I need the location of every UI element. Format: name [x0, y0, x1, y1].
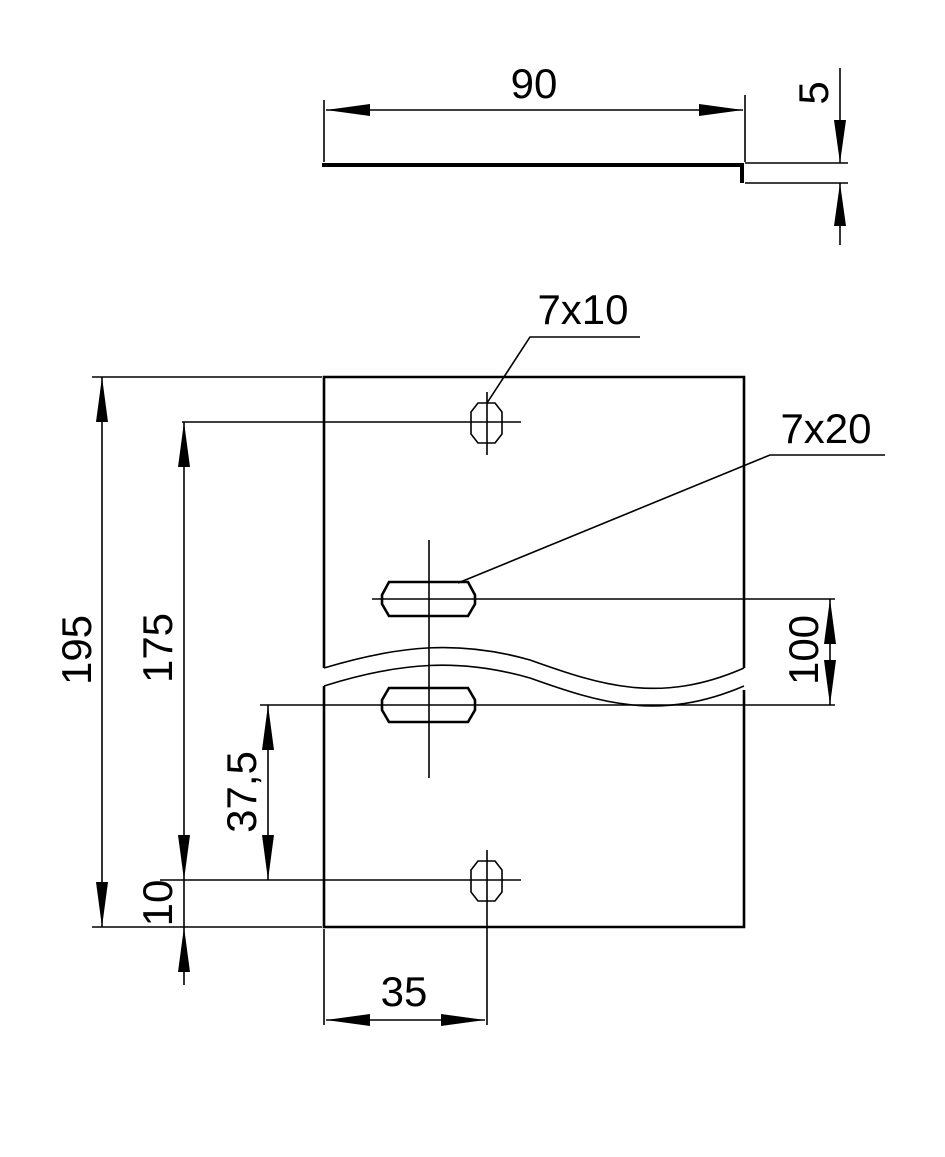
dim-label-5: 5 [790, 81, 837, 104]
dim-label-37-5: 37,5 [218, 751, 265, 833]
dim-label-175: 175 [134, 613, 181, 683]
dim-label-10: 10 [134, 880, 181, 927]
arrow-5-down [834, 120, 846, 163]
callout-7x20: 7x20 [780, 405, 871, 452]
dim-label-90: 90 [511, 60, 558, 107]
slot-lower [380, 686, 477, 724]
arrow-175-top [178, 422, 190, 467]
round-hole-top [182, 392, 521, 455]
side-view: 90 5 [322, 60, 848, 245]
round-hole-bottom [160, 850, 521, 1025]
arrow-90-left [326, 104, 370, 116]
plate-outline-lower [322, 686, 746, 929]
side-profile [322, 163, 744, 183]
hole-bottom-outline [470, 860, 503, 902]
break-line-upper [323, 646, 745, 690]
dim-label-195: 195 [53, 615, 100, 685]
callout-7x10: 7x10 [537, 286, 628, 333]
plate-outline-upper [322, 375, 746, 668]
leader-7x20 [457, 454, 885, 584]
leader-7x10 [486, 336, 640, 404]
slot-upper [380, 580, 477, 618]
plan-view: 195 175 10 37,5 35 100 7x10 7x20 [53, 286, 885, 1026]
hole-top-outline [470, 402, 503, 444]
arrow-175-bottom [178, 835, 190, 880]
slot-lower-outline [380, 686, 477, 724]
arrow-35-left [326, 1014, 370, 1026]
arrow-35-right [441, 1014, 485, 1026]
arrow-195-top [96, 377, 108, 422]
arrow-100-top [824, 599, 836, 644]
arrow-90-right [699, 104, 743, 116]
dim-label-100: 100 [780, 615, 827, 685]
arrow-37-5-top [262, 705, 274, 750]
dim-label-35: 35 [381, 968, 428, 1015]
slot-upper-outline [380, 580, 477, 618]
arrow-10-up [178, 927, 190, 972]
arrow-37-5-bottom [262, 835, 274, 880]
arrow-100-bottom [824, 660, 836, 705]
arrow-195-bottom [96, 882, 108, 927]
arrow-5-up [834, 183, 846, 226]
